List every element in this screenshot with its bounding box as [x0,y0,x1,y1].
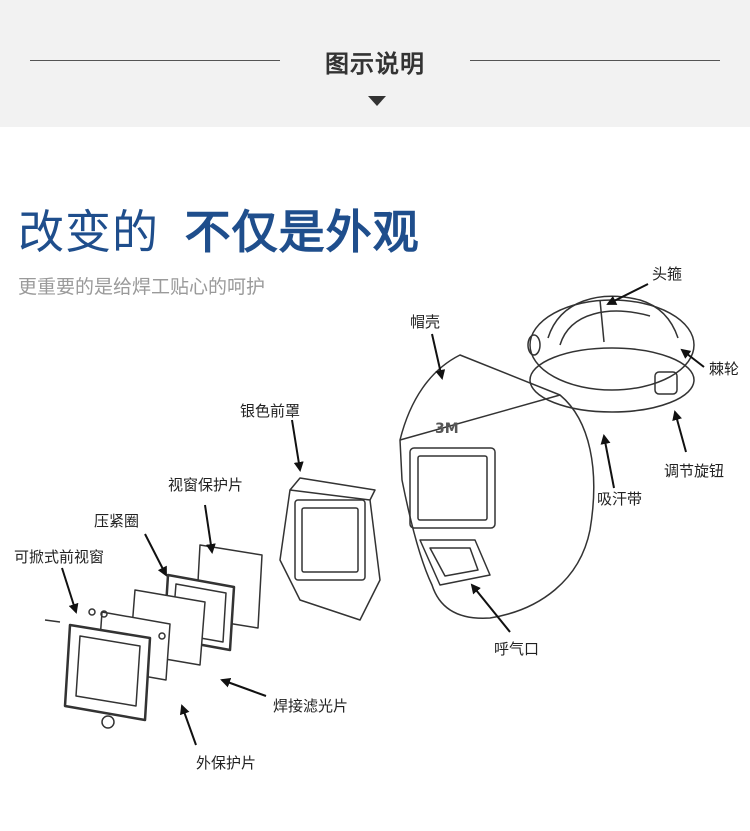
headline: 改变的 不仅是外观 [18,196,420,262]
logo-3m: 3M [435,421,459,437]
label-sweatband: 吸汗带 [597,490,643,508]
arrow-silver-front-cover [291,419,304,472]
helmet-shell-drawing: 3M [399,354,595,619]
label-exhalation-port: 呼气口 [494,640,540,658]
arrow-adjust-knob [672,410,687,453]
arrow-head-harness [606,283,649,305]
label-ratchet: 棘轮 [709,360,740,378]
arrow-ratchet [680,348,705,368]
section-header: 图示说明 [0,0,750,127]
label-pressure-ring: 压紧圈 [94,512,140,530]
silver-front-cover-drawing [279,477,381,621]
arrow-shell [431,333,446,380]
label-head-harness: 头箍 [652,265,683,283]
subheadline: 更重要的是给焊工贴心的呵护 [18,276,266,298]
headline-part1: 改变的 [18,205,159,259]
arrow-welding-filter [220,678,267,697]
header-line-right [470,60,720,61]
header-line-left [30,60,280,61]
headline-part2: 不仅是外观 [184,205,420,259]
header-title: 图示说明 [325,50,425,78]
label-window-protector: 视窗保护片 [168,476,244,494]
arrow-outer-protector [179,704,197,746]
flip-front-window-drawing [44,608,166,729]
head-harness-drawing [527,295,695,413]
label-flip-front-window: 可掀式前视窗 [14,548,105,566]
arrow-flip-front-window [61,567,79,614]
arrow-sweatband [600,434,615,489]
label-outer-protector: 外保护片 [196,754,257,772]
label-adjust-knob: 调节旋钮 [664,462,725,480]
arrow-exhalation-port [470,583,511,633]
label-welding-filter: 焊接滤光片 [273,697,349,715]
label-shell: 帽壳 [410,313,441,331]
chevron-down-icon [368,96,386,106]
arrow-window-protector [204,504,216,554]
arrow-pressure-ring [144,533,167,577]
label-silver-front-cover: 银色前罩 [240,402,301,420]
